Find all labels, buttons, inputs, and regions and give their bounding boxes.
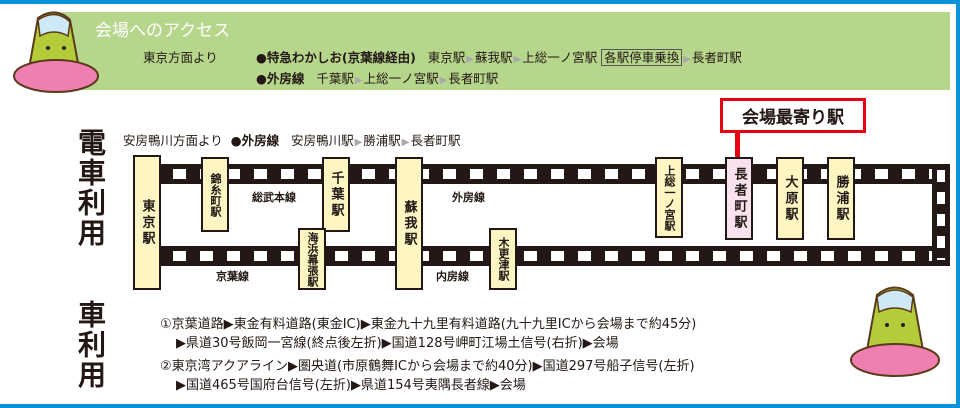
transfer-badge: 各駅停車乗換 bbox=[601, 49, 683, 66]
station-ohara: 大原駅 bbox=[776, 157, 804, 240]
stop: 長者町駅 bbox=[448, 71, 499, 86]
route-sotobo: ●外房線 千葉駅▶上総一ノ宮駅▶長者町駅 bbox=[256, 68, 498, 87]
from-awa-line: 安房鴨川方面より ●外房線 安房鴨川駅▶勝浦駅▶長者町駅 bbox=[123, 130, 461, 149]
car-route2-line2: ▶国道465号国府台信号(左折)▶県道154号夷隅長者線▶会場 bbox=[176, 378, 526, 393]
arrow-icon: ▶ bbox=[354, 137, 363, 148]
arrow-icon: ▶ bbox=[466, 54, 474, 65]
stop: 長者町駅 bbox=[691, 50, 742, 65]
line-uchibo: 内房線 bbox=[436, 270, 469, 283]
line-sobu: 総武本線 bbox=[252, 191, 296, 204]
station-tokyo: 東京駅 bbox=[133, 155, 161, 290]
stop: 千葉駅 bbox=[316, 71, 354, 86]
line-sotobo: 外房線 bbox=[452, 191, 485, 204]
arrow-icon: ▶ bbox=[401, 137, 410, 148]
stop: 上総一ノ宮駅 bbox=[522, 50, 598, 65]
station-kazusa-ichinomiya: 上総一ノ宮駅 bbox=[655, 157, 683, 238]
arrow-icon: ▶ bbox=[513, 54, 522, 65]
stop: 勝浦駅 bbox=[363, 133, 401, 148]
mascot-icon bbox=[850, 286, 940, 377]
route2-name: ●外房線 bbox=[256, 71, 305, 86]
arrow-icon: ▶ bbox=[683, 54, 691, 65]
track-connector bbox=[932, 164, 950, 266]
track-lower bbox=[140, 246, 950, 266]
arrow-icon: ▶ bbox=[439, 75, 448, 86]
station-kisarazu: 木更津駅 bbox=[489, 228, 517, 290]
car-route2-line1: ②東京湾アクアライン▶圏央道(市原鶴舞ICから会場まで約40分)▶国道297号船… bbox=[160, 359, 695, 374]
from-awa-label: 安房鴨川方面より bbox=[123, 133, 223, 148]
from-tokyo-label: 東京方面より bbox=[143, 50, 218, 65]
station-chojamachi: 長者町駅 bbox=[725, 157, 753, 240]
nearest-pointer bbox=[735, 133, 740, 157]
station-kinshicho: 錦糸町駅 bbox=[201, 157, 229, 232]
car-heading: 車利用 bbox=[74, 300, 107, 390]
mascot-icon bbox=[13, 11, 99, 93]
access-header-panel bbox=[62, 12, 950, 90]
car-route1-line1: ①京葉道路▶東金有料道路(東金IC)▶東金九十九里有料道路(九十九里ICから会場… bbox=[160, 317, 697, 332]
arrow-icon: ▶ bbox=[354, 75, 363, 86]
stop: 上総一ノ宮駅 bbox=[363, 71, 439, 86]
station-chiba: 千葉駅 bbox=[322, 157, 350, 232]
route-limited-express: ●特急わかしお(京葉線経由) 東京駅▶蘇我駅▶上総一ノ宮駅 各駅停車乗換▶長者町… bbox=[256, 47, 742, 66]
awa-line-name: ●外房線 bbox=[230, 133, 280, 148]
station-katsuura: 勝浦駅 bbox=[827, 157, 855, 240]
route1-name: ●特急わかしお(京葉線経由) bbox=[256, 50, 416, 65]
train-heading: 電車利用 bbox=[74, 128, 107, 248]
stop: 長者町駅 bbox=[410, 133, 461, 148]
stop: 蘇我駅 bbox=[474, 50, 513, 65]
stop: 安房鴨川駅 bbox=[291, 133, 354, 148]
access-title: 会場へのアクセス bbox=[95, 21, 231, 41]
stop: 東京駅 bbox=[427, 50, 466, 65]
line-keiyo: 京葉線 bbox=[216, 270, 249, 283]
station-kaihin-makuhari: 海浜幕張駅 bbox=[298, 228, 326, 290]
car-route1-line2: ▶県道30号飯岡一宮線(終点後左折)▶国道128号岬町江場土信号(右折)▶会場 bbox=[176, 336, 619, 351]
nearest-station-label: 会場最寄り駅 bbox=[720, 98, 866, 133]
station-soga: 蘇我駅 bbox=[395, 157, 423, 290]
